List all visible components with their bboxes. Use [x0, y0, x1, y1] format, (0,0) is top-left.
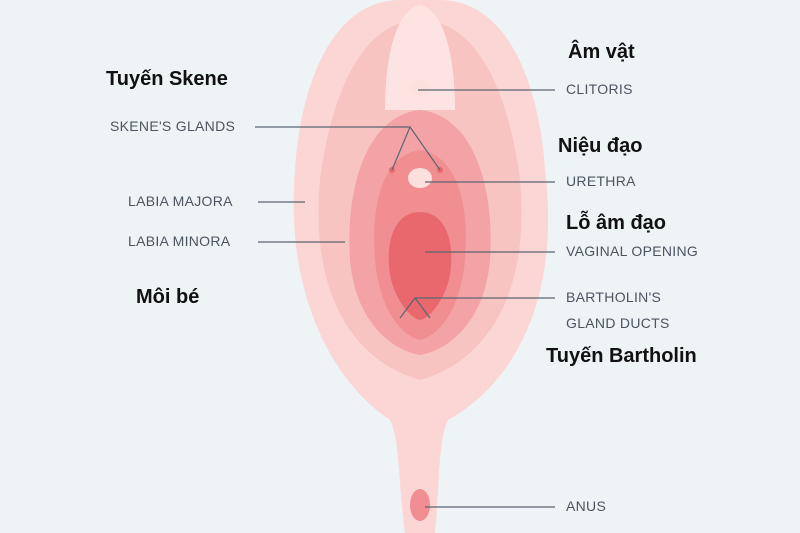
vi-clitoris: Âm vật	[568, 41, 635, 63]
label-bartholin-1: BARTHOLIN'S	[566, 289, 662, 305]
clitoris-glans	[411, 80, 429, 96]
label-anus: ANUS	[566, 498, 607, 514]
label-vaginal: VAGINAL OPENING	[566, 243, 699, 259]
label-urethra: URETHRA	[566, 173, 636, 189]
vi-minora: Môi bé	[136, 286, 200, 308]
label-skene: SKENE'S GLANDS	[110, 118, 236, 134]
label-bartholin-2: GLAND DUCTS	[566, 315, 670, 331]
clitoral-hood	[385, 5, 455, 110]
vi-bartholin: Tuyến Bartholin	[546, 345, 697, 367]
anus-mark	[410, 489, 430, 521]
vi-vaginal: Lỗ âm đạo	[566, 212, 667, 234]
vaginal-opening	[388, 212, 452, 320]
label-clitoris: CLITORIS	[566, 81, 633, 97]
vi-skene: Tuyến Skene	[106, 68, 228, 90]
label-minora: LABIA MINORA	[128, 233, 231, 249]
leader-lines	[255, 89, 555, 508]
vi-urethra: Niệu đạo	[558, 135, 643, 157]
urethra-mark	[408, 168, 432, 188]
label-majora: LABIA MAJORA	[128, 193, 233, 209]
